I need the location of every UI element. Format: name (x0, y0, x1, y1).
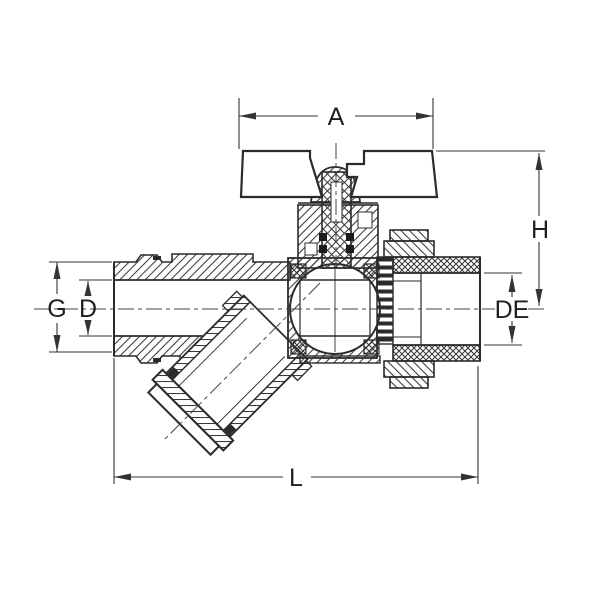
arrowhead-right (461, 473, 478, 481)
arrowhead-right (416, 112, 433, 120)
union-nut-bottom (389, 376, 429, 389)
strainer-seal (223, 423, 237, 436)
body-bottom-lip (299, 355, 381, 364)
arrowhead-up (53, 262, 61, 279)
stem-o-ring (319, 245, 327, 253)
strainer-screen-line (178, 317, 247, 387)
stem-o-ring (319, 233, 327, 241)
arrowhead-up (84, 281, 92, 296)
arrowhead-up (508, 275, 516, 292)
valve-body (287, 257, 381, 364)
strainer-seal (167, 366, 180, 380)
thread-engagement (376, 256, 394, 345)
dimension-d: D (79, 279, 112, 337)
arrowhead-down (535, 289, 543, 306)
stem-o-ring (346, 233, 354, 241)
handle-left-wing (239, 149, 324, 199)
dimension-label-h: H (531, 216, 549, 244)
centerlines (34, 143, 547, 441)
dimension-label-l: L (289, 464, 303, 492)
handle-right-wing (345, 149, 439, 199)
dimension-de: DE (484, 272, 530, 346)
dimension-h: H (436, 150, 549, 306)
bonnet-step (357, 211, 373, 229)
dimension-label-de: DE (495, 296, 530, 324)
thread-relief (153, 256, 161, 260)
arrowhead-up (535, 153, 543, 170)
dimension-g: G (47, 261, 112, 353)
arrowhead-down (84, 320, 92, 335)
outlet-connection (376, 229, 481, 389)
union-nut-top-flange (383, 240, 435, 258)
butterfly-handle (239, 149, 439, 199)
seat-ring (363, 339, 380, 355)
union-nut-bottom-flange (383, 360, 435, 378)
dimension-label-d: D (79, 295, 97, 323)
dimension-label-g: G (47, 295, 66, 323)
strainer-screen-line (216, 356, 286, 425)
arrowhead-left (239, 112, 256, 120)
bonnet-step (304, 242, 318, 256)
thread-relief (153, 358, 161, 362)
outlet-bottom-wall (392, 344, 481, 362)
strainer-cap (146, 382, 221, 457)
outlet-top-wall (392, 256, 481, 274)
arrowhead-down (53, 335, 61, 352)
dimension-label-a: A (328, 103, 345, 131)
strainer-axis-centerline (163, 282, 321, 441)
seat-ring (290, 339, 307, 355)
arrowhead-down (508, 326, 516, 343)
dimension-l: L (113, 358, 479, 492)
stem-o-ring (346, 245, 354, 253)
arrowhead-left (114, 473, 131, 481)
union-nut-top (389, 229, 429, 242)
dimension-a: A (238, 98, 434, 149)
